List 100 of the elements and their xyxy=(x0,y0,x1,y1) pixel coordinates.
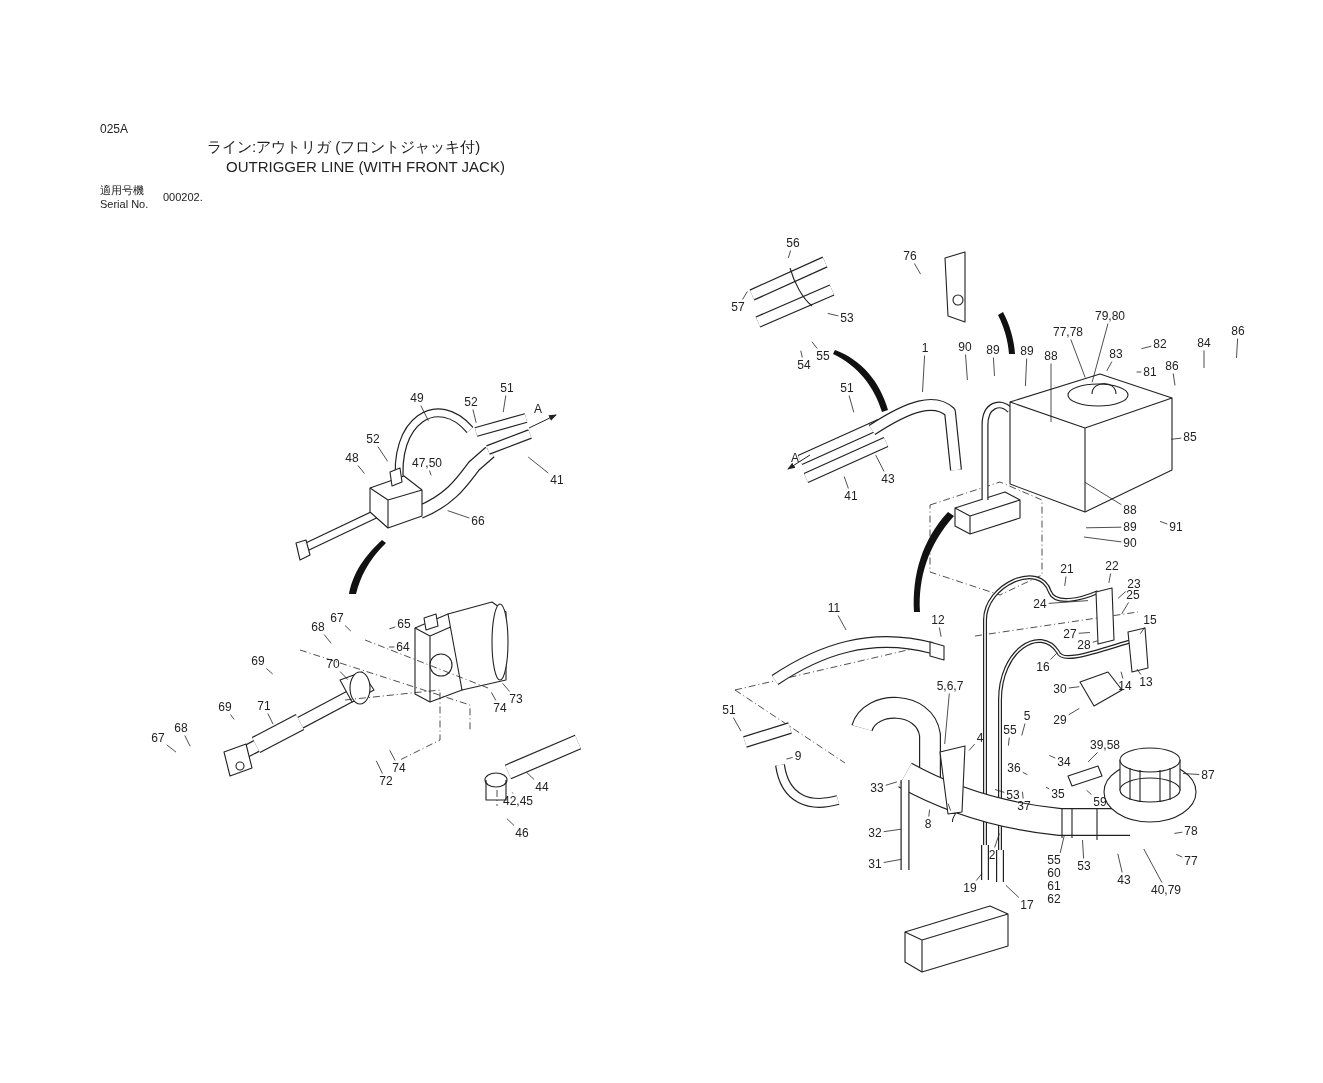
callout-number: 19 xyxy=(962,881,978,895)
leader-line xyxy=(848,395,855,413)
leader-line xyxy=(1064,576,1067,587)
leader-line xyxy=(1082,839,1084,859)
callout-number: 44 xyxy=(534,780,550,794)
callout-number: 39,58 xyxy=(1089,738,1121,752)
leader-line xyxy=(1068,686,1080,689)
callout-number: 34 xyxy=(1056,755,1072,769)
leader-line xyxy=(1159,521,1168,525)
callout-number: 5 xyxy=(1022,709,1032,723)
callout-number: 13 xyxy=(1138,675,1154,689)
callout-number: 30 xyxy=(1052,682,1068,696)
leader-line xyxy=(1182,773,1200,775)
leader-line xyxy=(994,833,1000,848)
callout-number: 59 xyxy=(1092,795,1108,809)
leader-line xyxy=(502,683,510,692)
callout-number: 46 xyxy=(514,826,530,840)
callout-number: 48 xyxy=(344,451,360,465)
callout-number: 54 xyxy=(796,358,812,372)
callout-number: 40,79 xyxy=(1150,883,1182,897)
callout-number: 79,80 xyxy=(1094,309,1126,323)
leader-line xyxy=(388,626,396,630)
leader-line xyxy=(939,627,942,638)
callout-number: 53 xyxy=(1005,788,1021,802)
callout-number: 77 xyxy=(1183,854,1199,868)
leader-line xyxy=(827,313,839,317)
callout-number: 83 xyxy=(1108,347,1124,361)
leader-line xyxy=(1085,526,1122,529)
callout-number: 23 xyxy=(1126,577,1142,591)
leader-line xyxy=(1117,853,1123,873)
callout-number: 22 xyxy=(1104,559,1120,573)
leader-line xyxy=(388,646,395,648)
leader-line xyxy=(166,744,177,753)
callout-number: 86 xyxy=(1164,359,1180,373)
callout-number: 85 xyxy=(1182,430,1198,444)
leader-line xyxy=(267,713,274,725)
leader-line xyxy=(811,341,818,349)
leader-line xyxy=(1091,323,1109,383)
header-text: 025A xyxy=(100,122,129,136)
leader-line xyxy=(1172,373,1176,386)
leader-line xyxy=(472,409,477,424)
callout-number: 14 xyxy=(1117,679,1133,693)
callout-number: 89 xyxy=(1122,520,1138,534)
callout-number: 1 xyxy=(920,341,930,355)
callout-number: 66 xyxy=(470,514,486,528)
callout-number: 12 xyxy=(930,613,946,627)
leader-line xyxy=(447,510,470,519)
leader-line xyxy=(506,818,515,826)
leader-line xyxy=(1022,791,1024,799)
callout-number: 49 xyxy=(409,391,425,405)
callout-number: 86 xyxy=(1230,324,1246,338)
callout-number: 36 xyxy=(1006,761,1022,775)
leader-line xyxy=(1078,632,1091,634)
callout-number: 51 xyxy=(839,381,855,395)
leader-line xyxy=(525,771,535,780)
leader-line xyxy=(339,671,349,680)
leader-line xyxy=(1175,854,1183,858)
leader-line xyxy=(512,792,514,794)
callout-number: 9 xyxy=(793,749,803,763)
callout-number: 35 xyxy=(1050,787,1066,801)
leader-line xyxy=(1086,789,1092,795)
leader-line xyxy=(1021,723,1026,736)
leader-line xyxy=(975,873,983,881)
leader-line xyxy=(1083,536,1122,543)
leader-line xyxy=(1120,671,1124,679)
leader-line xyxy=(742,291,748,300)
header-text: 適用号機 xyxy=(100,183,144,198)
callout-number: 43 xyxy=(880,472,896,486)
leader-line xyxy=(1108,573,1111,584)
callout-number: 88 xyxy=(1122,503,1138,517)
callout-number: 55 xyxy=(1002,723,1018,737)
leader-line xyxy=(1087,752,1098,763)
callout-number: 56 xyxy=(785,236,801,250)
callout-number: 21 xyxy=(1059,562,1075,576)
leader-line xyxy=(491,692,497,701)
callout-number: 74 xyxy=(492,701,508,715)
leader-line xyxy=(875,454,885,472)
callout-number: 24 xyxy=(1032,597,1048,611)
leader-line xyxy=(1106,361,1113,372)
callout-number: 67 xyxy=(150,731,166,745)
leader-line xyxy=(266,668,274,675)
callout-number: 67 xyxy=(329,611,345,625)
callout-number: 76 xyxy=(902,249,918,263)
leader-line xyxy=(389,750,396,761)
leader-line xyxy=(1173,831,1183,834)
leader-line xyxy=(1045,786,1050,790)
leader-line xyxy=(1068,708,1080,716)
leader-line xyxy=(947,803,951,811)
view-label: A xyxy=(791,451,799,465)
leader-line xyxy=(1203,350,1205,369)
leader-line xyxy=(994,789,1005,793)
callout-number: 88 xyxy=(1043,349,1059,363)
callout-number: 81 xyxy=(1142,365,1158,379)
leader-line xyxy=(1143,848,1163,883)
callout-number: 11 xyxy=(826,601,842,615)
callout-number: 27 xyxy=(1062,627,1078,641)
callout-number: 37 xyxy=(1016,799,1032,813)
callout-number: 64 xyxy=(395,640,411,654)
header-text: 000202. xyxy=(163,191,203,203)
leader-line xyxy=(1025,358,1028,387)
